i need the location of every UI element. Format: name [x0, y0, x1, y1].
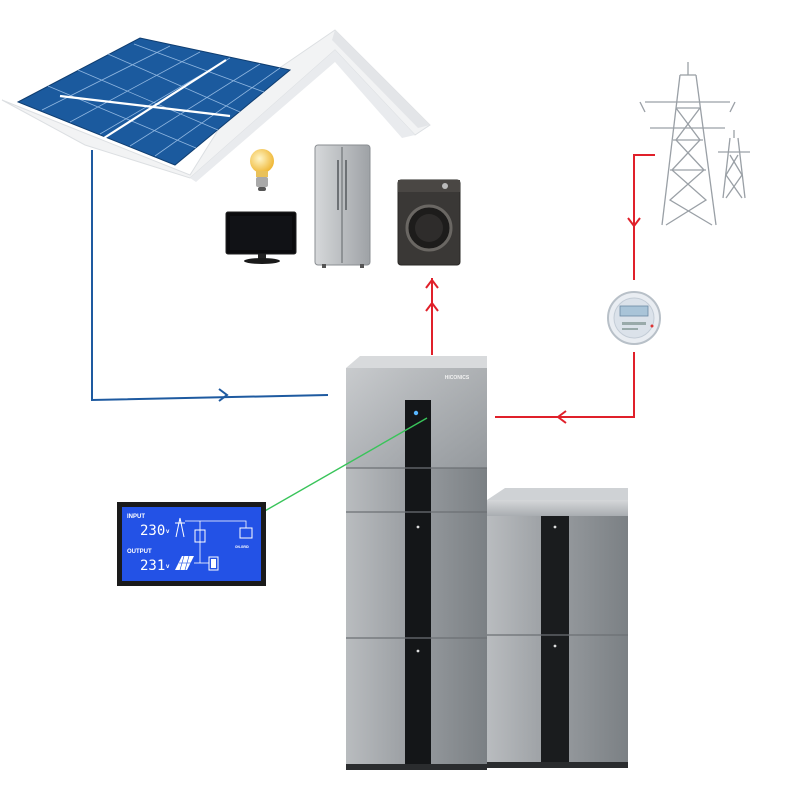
grid-flow-line	[633, 154, 655, 280]
washing-machine-icon	[397, 179, 461, 266]
load-flow-arrow-2	[425, 278, 439, 289]
lcd-output-label: OUTPUT	[127, 549, 152, 555]
light-bulb-icon	[250, 149, 274, 191]
lcd-display: INPUT 230 v OUTPUT 231 v ON-GRID	[117, 502, 266, 586]
solar-panel-roof-icon	[16, 37, 292, 166]
lcd-tower-icon	[175, 517, 185, 538]
lcd-input-value: 230	[140, 523, 165, 539]
lcd-inverter-icon	[194, 529, 206, 543]
lcd-input-label: INPUT	[127, 514, 145, 520]
lcd-battery-icon	[208, 556, 219, 571]
tv-icon	[225, 211, 297, 264]
fridge-icon	[314, 144, 371, 268]
lcd-load-icon	[239, 527, 253, 539]
battery-cabinet-secondary	[487, 488, 628, 768]
display-signal-line	[262, 417, 428, 513]
lcd-mode-tag: ON-GRID	[235, 545, 250, 549]
house-roof-solar	[1, 29, 431, 182]
electric-meter-icon	[607, 291, 661, 345]
lcd-output-value: 231	[140, 558, 165, 574]
brand-logo: HICONICS	[445, 375, 470, 381]
grid-flow-arrow-down	[627, 217, 641, 228]
lcd-solar-icon	[175, 555, 194, 571]
power-tower-icon	[639, 62, 750, 226]
solar-flow-arrow	[218, 388, 229, 402]
lcd-input-unit: v	[166, 529, 170, 535]
load-flow-arrow-1	[425, 301, 439, 312]
meter-to-inverter-line	[495, 352, 635, 418]
lcd-output-unit: v	[166, 564, 170, 570]
inverter-battery-cabinet	[346, 356, 487, 770]
solar-flow-line	[91, 150, 329, 402]
meter-flow-arrow	[556, 410, 567, 424]
